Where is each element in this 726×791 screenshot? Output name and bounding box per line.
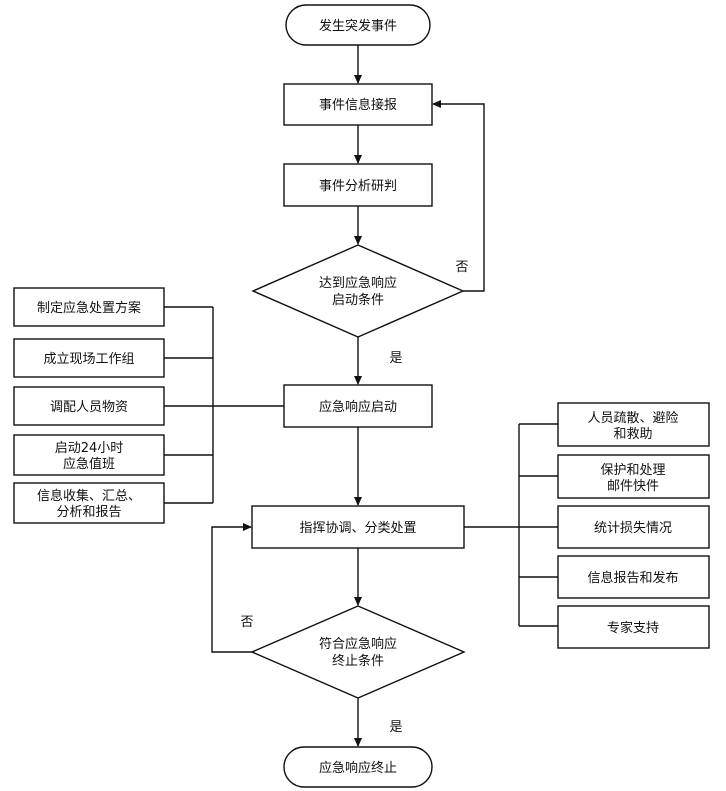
analyze-node: 事件分析研判: [283, 163, 433, 207]
left-task-3: 调配人员物资: [13, 386, 165, 426]
left-task-4-label-1: 启动24小时: [55, 441, 124, 456]
command-node: 指挥协调、分类处置: [251, 505, 465, 549]
left-task-2: 成立现场工作组: [13, 338, 165, 378]
right-task-1: 人员疏散、避险 和救助: [557, 402, 710, 447]
decision-end-label-1: 符合应急响应: [319, 636, 397, 652]
left-task-4-label-2: 应急值班: [63, 456, 115, 472]
decision-start-label-1: 达到应急响应: [319, 275, 397, 291]
end-node: 应急响应终止: [283, 746, 433, 788]
decision-end-node: 符合应急响应 终止条件: [250, 605, 466, 699]
right-task-1-label-2: 和救助: [613, 426, 652, 442]
left-task-connectors: [164, 306, 284, 504]
command-node-label: 指挥协调、分类处置: [299, 521, 416, 536]
edge-label-yes-top: 是: [389, 351, 402, 366]
left-task-3-label: 调配人员物资: [50, 400, 128, 415]
receive-node: 事件信息接报: [283, 83, 433, 126]
right-task-2-label-2: 邮件快件: [607, 479, 659, 494]
left-task-1-label: 制定应急处置方案: [37, 300, 141, 316]
receive-node-label: 事件信息接报: [319, 97, 397, 113]
arrow-loop-to-receive: [432, 100, 485, 292]
right-task-5: 专家支持: [557, 605, 710, 649]
right-task-2: 保护和处理 邮件快件: [557, 454, 710, 499]
right-task-1-label-1: 人员疏散、避险: [587, 411, 678, 426]
decision-start-node: 达到应急响应 启动条件: [251, 244, 465, 338]
start-node: 发生突发事件: [285, 4, 431, 46]
left-task-4: 启动24小时 应急值班: [13, 434, 165, 476]
analyze-node-label: 事件分析研判: [319, 179, 397, 194]
right-task-4-label: 信息报告和发布: [587, 570, 678, 586]
start-node-label: 发生突发事件: [319, 18, 397, 34]
decision-end-label-2: 终止条件: [332, 653, 384, 669]
decision-start-label-2: 启动条件: [332, 292, 384, 308]
right-task-connectors: [464, 423, 558, 627]
left-task-1: 制定应急处置方案: [13, 287, 165, 327]
right-task-4: 信息报告和发布: [557, 555, 710, 599]
left-task-5: 信息收集、汇总、 分析和报告: [13, 482, 165, 524]
left-task-5-label-2: 分析和报告: [56, 505, 121, 520]
left-task-2-label: 成立现场工作组: [43, 352, 134, 367]
right-task-3: 统计损失情况: [557, 505, 710, 549]
edge-label-no-bottom: 否: [240, 615, 253, 630]
launch-node-label: 应急响应启动: [319, 399, 397, 415]
end-node-label: 应急响应终止: [319, 760, 397, 776]
right-task-3-label: 统计损失情况: [594, 521, 672, 536]
edge-label-yes-bottom: 是: [389, 720, 402, 735]
edge-label-no-top: 否: [455, 260, 468, 275]
right-task-5-label: 专家支持: [607, 620, 659, 636]
left-task-5-label-1: 信息收集、汇总、: [37, 488, 141, 504]
launch-node: 应急响应启动: [283, 384, 433, 428]
arrow-loop-to-command: [211, 523, 252, 653]
right-task-2-label-1: 保护和处理: [600, 463, 665, 478]
